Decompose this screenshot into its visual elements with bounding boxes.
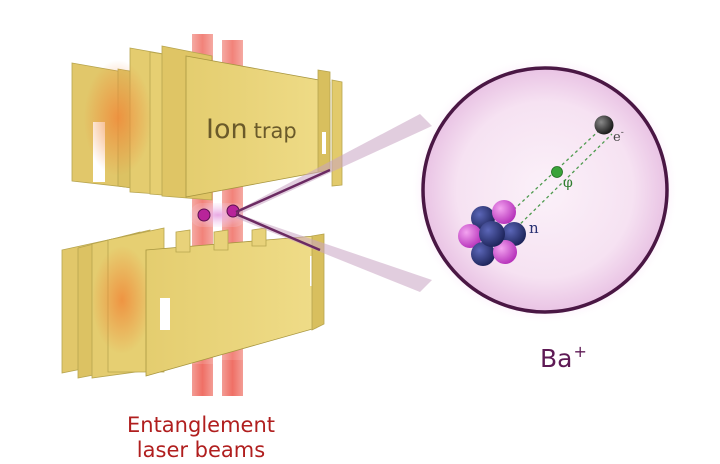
phi-particle <box>551 166 563 178</box>
nucleus-label: n <box>529 219 539 237</box>
trapped-ion-pair <box>190 203 246 227</box>
laser-caption-line2: laser beams <box>136 438 266 462</box>
zoom-connector <box>235 114 432 292</box>
electron-icon <box>594 115 614 135</box>
ion-species-label: Ba+ <box>540 342 587 373</box>
electron-label: e- <box>613 128 624 145</box>
laser-beam-left-lower <box>192 364 213 396</box>
phi-label: φ <box>563 175 573 191</box>
laser-caption-line1: Entanglement <box>127 413 275 437</box>
upper-trap-electrodes <box>71 45 343 201</box>
laser-beam-right-lower <box>222 360 243 396</box>
atom-zoom-view: n φ e- <box>411 56 679 324</box>
atom-nucleus <box>458 200 526 266</box>
lower-trap-electrodes <box>61 227 325 379</box>
